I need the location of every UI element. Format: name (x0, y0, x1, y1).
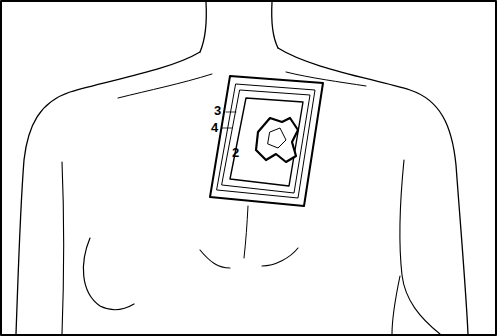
patch-liner (222, 90, 310, 193)
clavicle-line (286, 72, 366, 86)
breast-outline (83, 238, 134, 310)
clavicle-line (118, 74, 212, 98)
breast-outline (262, 248, 298, 266)
patch-border (217, 84, 315, 198)
patch-outer (210, 76, 323, 206)
waist-line (392, 276, 400, 334)
sternum-line (244, 206, 248, 258)
callout-number: 3 (214, 104, 221, 118)
shoulder-line (16, 52, 200, 334)
breast-outline (200, 250, 230, 268)
leader-line (226, 112, 236, 113)
callout-number: 2 (232, 146, 239, 160)
neck-line (272, 2, 278, 48)
side-line (62, 162, 64, 334)
neck-line (200, 2, 206, 52)
drug-reservoir-inner (268, 128, 286, 148)
leader-line (222, 128, 232, 129)
patch-adhesive (230, 98, 303, 186)
drug-reservoir (256, 118, 298, 162)
callout-number: 4 (211, 121, 218, 135)
arm-line (400, 160, 440, 334)
